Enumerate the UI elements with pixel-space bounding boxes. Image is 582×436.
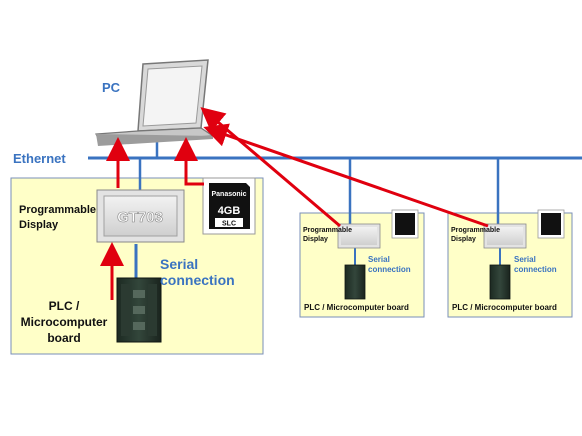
- plc-board-label: PLC / Microcomputer board: [18, 298, 110, 346]
- sd-brand-label: Panasonic: [211, 191, 246, 198]
- programmable-display-label: Programmable Display: [19, 203, 96, 233]
- display-model-label: GT703: [117, 209, 163, 226]
- programmable-display-label-line1: Programmable: [19, 204, 97, 216]
- station-2-plc-icon: [344, 264, 366, 300]
- station-2-display-label-line2: Display: [303, 236, 328, 243]
- station-2-serial-label-line1: Serial: [368, 255, 390, 264]
- serial-connection-label: Serial connection: [160, 256, 235, 288]
- station-3-serial-label-line2: connection: [514, 265, 557, 274]
- station-3-serial-label: Serial connection: [514, 255, 557, 275]
- station-3-display-label-line2: Display: [451, 236, 476, 243]
- station-3-plc-label: PLC / Microcomputer board: [452, 303, 557, 312]
- plc-board-label-line1: PLC /: [48, 299, 80, 313]
- station-3-display-label: Programmable Display: [451, 226, 500, 244]
- station-3-serial-label-line1: Serial: [514, 255, 536, 264]
- sd-to-pc-arrow: [174, 137, 204, 186]
- station-3-to-pc-arrow: [203, 123, 489, 228]
- serial-connection-label-line1: Serial: [160, 256, 199, 272]
- laptop-icon: [95, 59, 215, 146]
- station-2-serial-label: Serial connection: [368, 255, 411, 275]
- pc-label: PC: [102, 80, 121, 95]
- station-2-sd-card-icon: [391, 209, 419, 239]
- serial-connection-label-line2: connection: [160, 272, 235, 288]
- sd-capacity-label: 4GB: [218, 205, 241, 217]
- station-3-display-icon: [483, 223, 527, 249]
- station-2-plc-label: PLC / Microcomputer board: [304, 303, 409, 312]
- sd-card-icon: Panasonic 4GB SLC: [202, 177, 256, 235]
- plc-board-label-line2: Microcomputer: [20, 315, 108, 329]
- station-3-display-label-line1: Programmable: [451, 227, 501, 234]
- station-3-sd-card-icon: [537, 209, 565, 239]
- ethernet-label: Ethernet: [13, 151, 66, 166]
- station-2-serial-label-line2: connection: [368, 265, 411, 274]
- sd-type-label: SLC: [222, 221, 236, 228]
- programmable-display-label-line2: Display: [19, 219, 59, 231]
- station-2-display-label-line1: Programmable: [303, 227, 353, 234]
- plc-module-icon: [116, 277, 162, 343]
- station-2-display-label: Programmable Display: [303, 226, 352, 244]
- programmable-display-icon: GT703: [96, 189, 185, 243]
- station-2-display-icon: [337, 223, 381, 249]
- plc-board-label-line3: board: [47, 331, 81, 345]
- station-3-plc-icon: [489, 264, 511, 300]
